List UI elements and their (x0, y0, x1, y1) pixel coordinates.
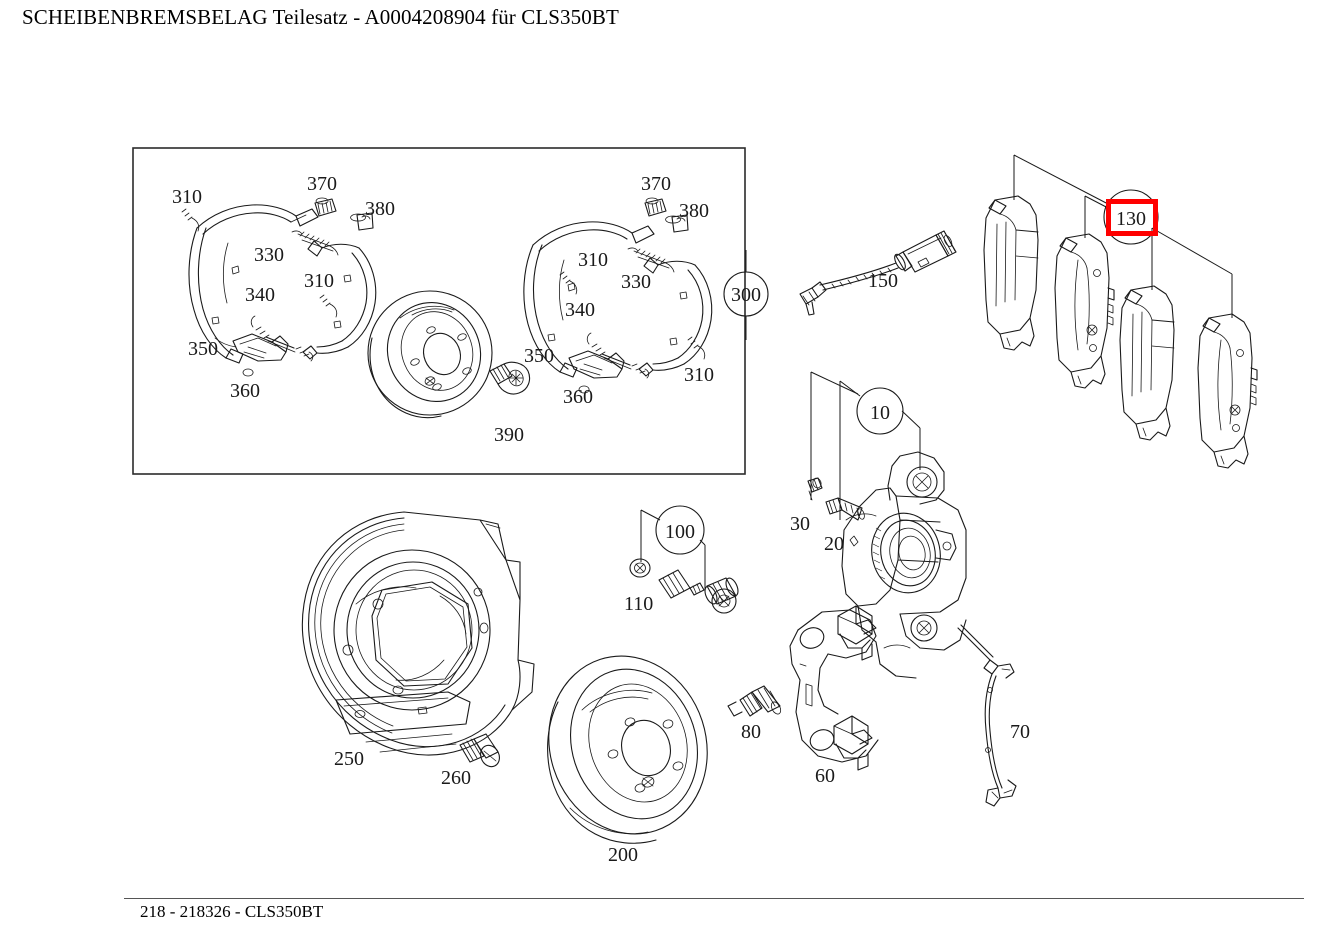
svg-text:30: 30 (790, 513, 810, 535)
page-title: SCHEIBENBREMSBELAG Teilesatz - A00042089… (22, 5, 619, 29)
svg-text:310: 310 (578, 249, 608, 271)
svg-text:310: 310 (684, 364, 714, 386)
brake-caliper: 10 (807, 371, 967, 679)
svg-text:370: 370 (307, 173, 337, 195)
svg-text:380: 380 (679, 200, 709, 222)
brake-pad-2 (1054, 233, 1115, 389)
retaining-spring (957, 624, 1017, 807)
svg-text:130: 130 (1116, 208, 1146, 230)
svg-text:110: 110 (624, 593, 653, 615)
brake-pad-3 (1119, 285, 1175, 441)
svg-text:60: 60 (815, 765, 835, 787)
svg-text:200: 200 (608, 844, 638, 866)
svg-text:370: 370 (641, 173, 671, 195)
footer-text: 218 - 218326 - CLS350BT (140, 902, 324, 921)
brake-pad-4 (1197, 313, 1258, 469)
svg-text:390: 390 (494, 424, 524, 446)
brake-pad-set: 130 (983, 154, 1258, 469)
svg-text:310: 310 (172, 186, 202, 208)
svg-text:350: 350 (524, 345, 554, 367)
brake-disc-inset (367, 290, 493, 419)
svg-text:330: 330 (254, 244, 284, 266)
svg-text:20: 20 (824, 533, 844, 555)
backing-plate (301, 511, 535, 756)
caliper-carrier (789, 605, 879, 771)
svg-text:80: 80 (741, 721, 761, 743)
svg-text:260: 260 (441, 767, 471, 789)
svg-text:300: 300 (731, 284, 761, 306)
svg-text:150: 150 (868, 270, 898, 292)
highlight-box-130 (1106, 199, 1158, 236)
wear-sensor (799, 230, 957, 316)
svg-text:70: 70 (1010, 721, 1030, 743)
svg-text:360: 360 (230, 380, 260, 402)
part-number-labels: 310 370 380 330 310 340 350 360 370 380 … (172, 173, 1030, 866)
brake-disc-rear (547, 655, 708, 844)
svg-text:100: 100 (665, 521, 695, 543)
svg-text:340: 340 (245, 284, 275, 306)
callout-300: 300 (723, 250, 769, 340)
svg-text:340: 340 (565, 299, 595, 321)
disc-retaining-screw (489, 361, 531, 395)
svg-text:360: 360 (563, 386, 593, 408)
footer-divider (124, 898, 1304, 899)
guide-pin-kit: 100 (629, 505, 739, 614)
svg-text:350: 350 (188, 338, 218, 360)
brake-pad-1 (983, 195, 1039, 351)
carrier-bolt (727, 685, 782, 717)
brake-shoe-left (181, 197, 377, 377)
brake-shoe-right (523, 197, 713, 394)
svg-text:250: 250 (334, 748, 364, 770)
drum-brake-inset-box (132, 147, 746, 475)
svg-text:10: 10 (870, 402, 890, 424)
svg-text:310: 310 (304, 270, 334, 292)
svg-text:330: 330 (621, 271, 651, 293)
backing-plate-bolt (459, 733, 500, 768)
svg-text:380: 380 (365, 198, 395, 220)
